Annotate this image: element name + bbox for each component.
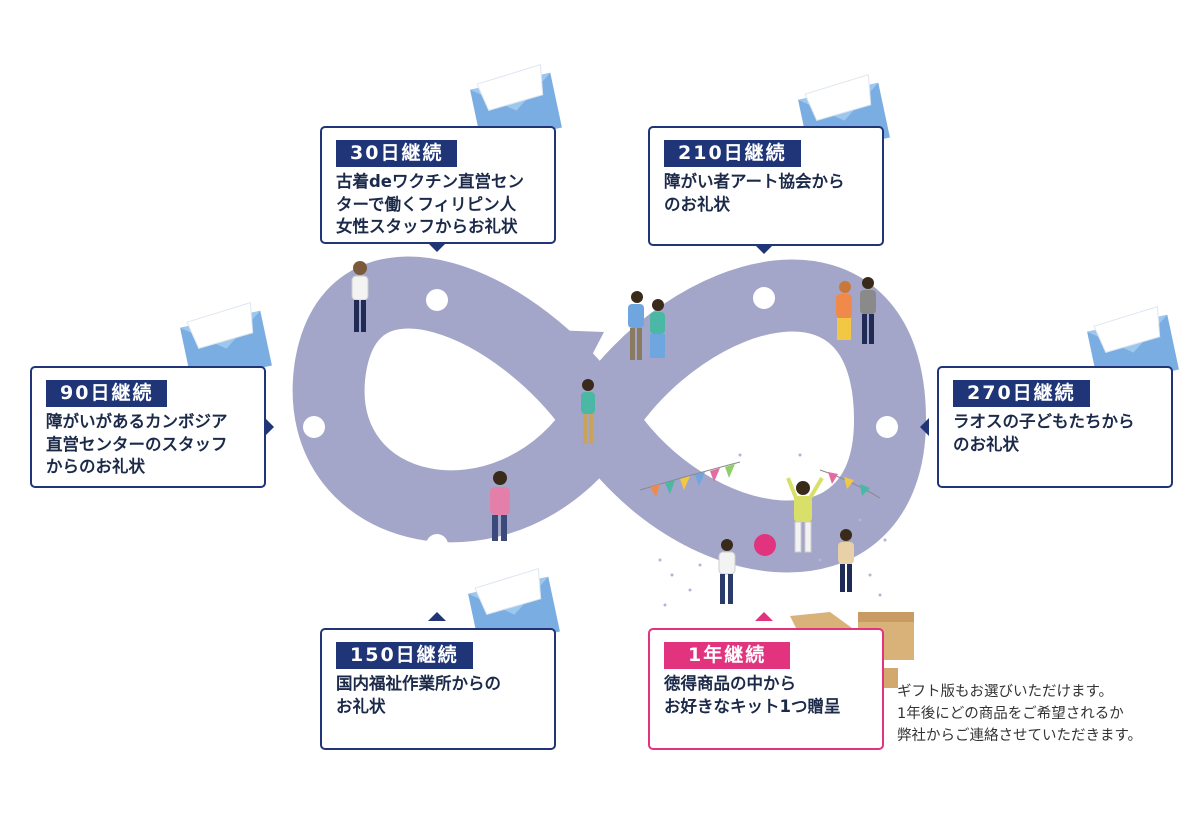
person-icon xyxy=(860,277,876,344)
milestone-text: ラオスの子どもたちから のお礼状 xyxy=(953,412,1135,454)
card-pointer xyxy=(755,245,773,254)
loop-arrow-head xyxy=(552,330,604,378)
infinity-loop-band xyxy=(292,256,926,573)
milestone-card-30-days: 30日継続 古着deワクチン直営セン ターで働くフィリピン人 女性スタッフからお… xyxy=(320,126,556,244)
milestone-badge: 90日継続 xyxy=(46,380,168,407)
milestone-text: 古着deワクチン直営セン ターで働くフィリピン人 女性スタッフからお礼状 xyxy=(336,172,525,236)
person-icon xyxy=(650,299,665,358)
card-pointer xyxy=(755,612,773,621)
person-icon xyxy=(490,471,510,541)
confetti xyxy=(658,453,887,607)
person-icon xyxy=(628,291,644,360)
goal-dot xyxy=(754,534,776,556)
envelope-icon xyxy=(180,301,272,383)
milestone-card-1-year: 1年継続 徳得商品の中から お好きなキット1つ贈呈 xyxy=(648,628,884,750)
milestone-text: 徳得商品の中から お好きなキット1つ贈呈 xyxy=(664,674,841,716)
person-icon xyxy=(581,379,595,444)
milestone-text: 障がいがあるカンボジア 直営センターのスタッフ からのお礼状 xyxy=(46,412,228,476)
milestone-badge: 150日継続 xyxy=(336,642,473,669)
milestone-card-90-days: 90日継続 障がいがあるカンボジア 直営センターのスタッフ からのお礼状 xyxy=(30,366,266,488)
milestone-badge: 1年継続 xyxy=(664,642,791,669)
milestone-badge: 270日継続 xyxy=(953,380,1090,407)
card-pointer xyxy=(265,418,274,436)
milestone-text: 障がい者アート協会から のお礼状 xyxy=(664,172,845,214)
card-pointer xyxy=(920,418,929,436)
person-icon xyxy=(351,261,369,332)
gift-note: ギフト版もお選びいただけます。 1年後にどの商品をご希望されるか 弊社からご連絡… xyxy=(897,684,1143,744)
milestone-card-150-days: 150日継続 国内福祉作業所からの お礼状 xyxy=(320,628,556,750)
loop-dots xyxy=(303,287,898,556)
milestone-text: 国内福祉作業所からの お礼状 xyxy=(336,674,501,716)
milestone-badge: 210日継続 xyxy=(664,140,801,167)
person-icon xyxy=(838,529,854,592)
person-icon xyxy=(718,539,736,604)
person-icon xyxy=(786,476,824,553)
milestone-badge: 30日継続 xyxy=(336,140,458,167)
person-icon xyxy=(836,281,852,340)
card-pointer xyxy=(428,243,446,252)
bunting-flags-icon xyxy=(639,461,881,499)
milestone-card-210-days: 210日継続 障がい者アート協会から のお礼状 xyxy=(648,126,884,246)
card-pointer xyxy=(428,612,446,621)
milestone-card-270-days: 270日継続 ラオスの子どもたちから のお礼状 xyxy=(937,366,1173,488)
